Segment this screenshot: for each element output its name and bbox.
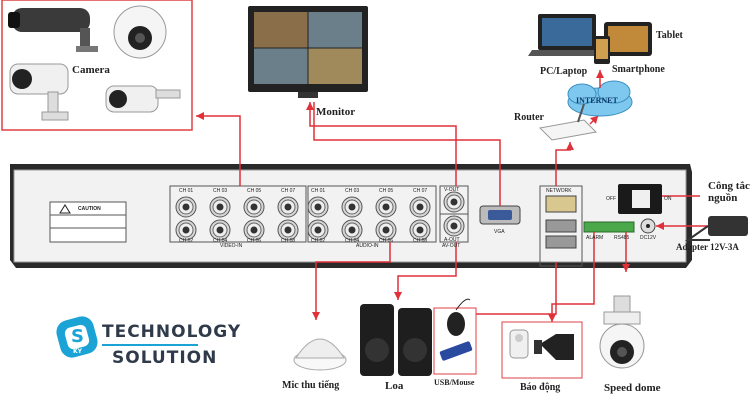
usb-mouse-label: USB/Mouse [434, 378, 475, 387]
bullet-camera-1-icon [8, 8, 98, 52]
audio-in-top-label: CH 07 [413, 188, 428, 194]
audio-in-top-label: CH 03 [345, 188, 360, 194]
router-icon [538, 103, 598, 141]
logo-mark-icon [56, 316, 98, 358]
logo-mark-sub: KY [73, 348, 82, 355]
vga-label: VGA [494, 229, 505, 235]
video-in-bottom-bnc [175, 219, 197, 241]
audio-in-top-bnc [307, 196, 329, 218]
audio-in-bottom-bnc [375, 219, 397, 241]
video-in-top-label: CH 01 [179, 188, 194, 194]
video-in-bottom-label: CH 06 [247, 238, 262, 244]
router-label: Router [514, 112, 544, 123]
tablet-label: Tablet [656, 30, 683, 41]
audio-in-bottom-label: CH 04 [345, 238, 360, 244]
siren-icon [534, 334, 574, 360]
bullet-camera-2-icon [9, 63, 69, 121]
power-switch-label: Công tắc nguồn [708, 180, 750, 204]
audio-in-top-bnc [341, 196, 363, 218]
internet-cloud-icon [567, 80, 633, 117]
dc12v-label: DC12V [640, 235, 657, 241]
audio-in-bottom-bnc [341, 219, 363, 241]
bullet-camera-3-icon [105, 85, 181, 113]
bnc-connectors [175, 191, 465, 241]
logo-divider [102, 344, 198, 346]
alarm-sensor-icon [509, 329, 529, 359]
audio-in-top-label: CH 01 [311, 188, 326, 194]
video-in-bottom-bnc [243, 219, 265, 241]
speaker-icon [360, 304, 432, 376]
video-in-bottom-bnc [209, 219, 231, 241]
microphone-icon [293, 338, 347, 371]
pc-laptop-label: PC/Laptop [540, 66, 588, 77]
video-in-top-bnc [277, 196, 299, 218]
mic-label: Mic thu tiếng [282, 380, 340, 391]
a-out-bnc [443, 215, 465, 237]
power-switch-icon [618, 184, 662, 214]
logo-mark-letter: S [71, 326, 84, 347]
logo-line-1: TECHNOLOGY [102, 322, 242, 342]
logo-line-2: SOLUTION [112, 348, 218, 368]
audio-in-bottom-label: CH 02 [311, 238, 326, 244]
adapter-icon [684, 216, 748, 241]
audio-in-bottom-label: CH 06 [379, 238, 394, 244]
speed-dome-icon [599, 295, 645, 369]
speed-dome-label: Speed dome [604, 382, 661, 394]
network-label: NETWORK [546, 188, 572, 194]
audio-in-top-bnc [375, 196, 397, 218]
video-in-label: VIDEO-IN [220, 243, 243, 249]
alarm-port-label: ALARM [586, 235, 604, 241]
audio-in-label: AUDIO-IN [356, 243, 379, 249]
mouse-icon [447, 298, 471, 336]
v-out-label: V-OUT [444, 187, 460, 193]
internet-label: INTERNET [576, 96, 618, 105]
video-in-bottom-label: CH 02 [179, 238, 194, 244]
smartphone-icon [594, 36, 610, 64]
audio-in-bottom-bnc [409, 219, 431, 241]
video-in-top-label: CH 03 [213, 188, 228, 194]
monitor-label: Monitor [316, 106, 356, 118]
video-in-top-label: CH 07 [281, 188, 296, 194]
av-out-label: AV-OUT [442, 243, 461, 249]
monitor-icon [248, 6, 368, 98]
speaker-label: Loa [385, 380, 404, 392]
video-in-bottom-label: CH 08 [281, 238, 296, 244]
tablet-icon [604, 22, 652, 56]
video-in-top-bnc [209, 196, 231, 218]
smartphone-label: Smartphone [612, 64, 665, 75]
video-in-bottom-label: CH 04 [213, 238, 228, 244]
on-label: ON [664, 196, 672, 202]
audio-in-bottom-bnc [307, 219, 329, 241]
laptop-icon [528, 14, 606, 56]
video-in-bottom-bnc [277, 219, 299, 241]
video-in-top-bnc [175, 196, 197, 218]
video-in-top-bnc [243, 196, 265, 218]
alarm-label: Báo động [520, 382, 561, 393]
caution-text: CAUTION [78, 206, 101, 212]
audio-in-top-label: CH 05 [379, 188, 394, 194]
rs485-label: RS485 [614, 235, 630, 241]
adapter-label: Adapter 12V-3A [676, 242, 739, 252]
camera-label: Camera [72, 64, 110, 76]
audio-in-bottom-label: CH 08 [413, 238, 428, 244]
a-out-label: A-OUT [444, 237, 460, 243]
usb-stick-icon [439, 341, 473, 361]
audio-in-top-bnc [409, 196, 431, 218]
v-out-bnc [443, 191, 465, 213]
off-label: OFF [606, 196, 616, 202]
dome-camera-icon [113, 5, 167, 59]
video-in-top-label: CH 05 [247, 188, 262, 194]
